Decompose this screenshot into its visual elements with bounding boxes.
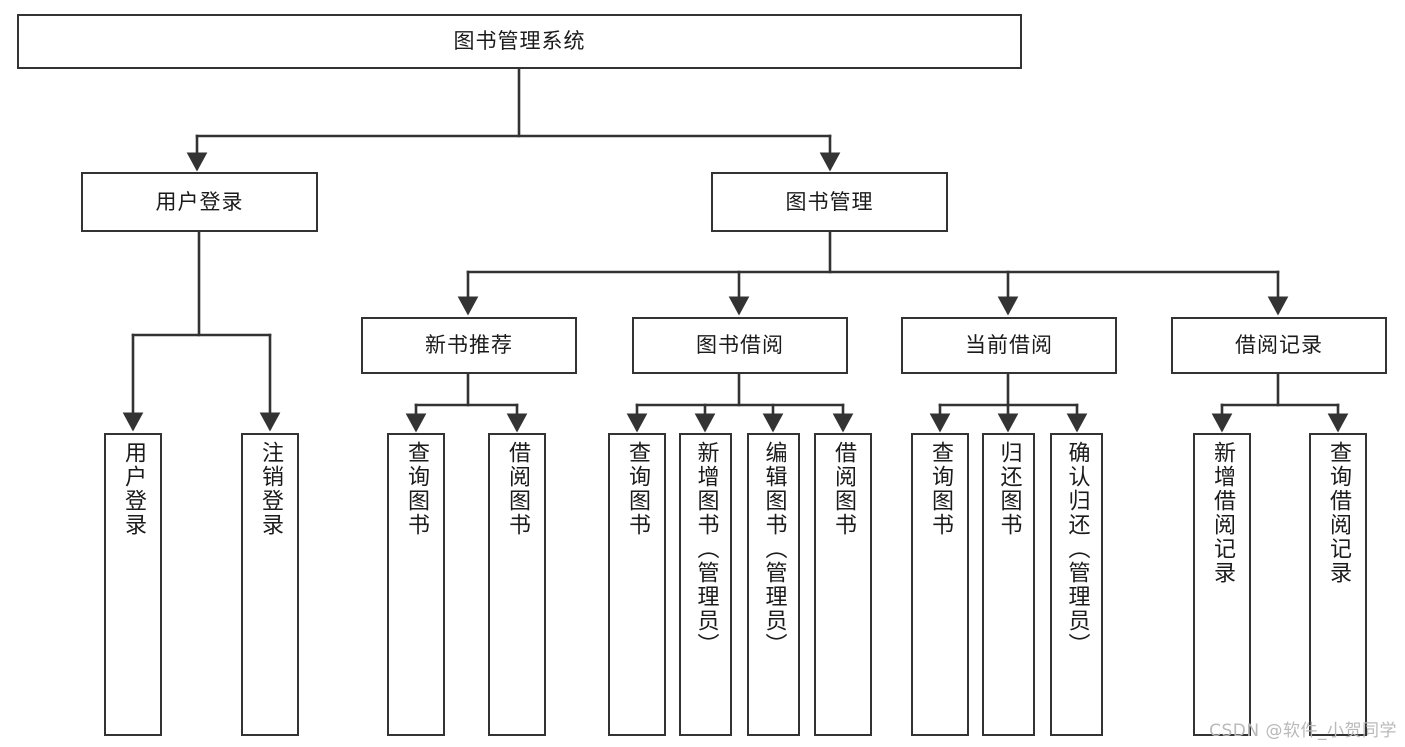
node-label: 确认归还（管理员）: [1064, 441, 1090, 657]
leaf-user-login-logout[interactable]: 注销登录: [241, 433, 299, 736]
node-label: 编辑图书（管理员）: [761, 441, 787, 657]
leaf-book-borrow-query-book[interactable]: 查询图书: [608, 433, 666, 736]
node-label: 查询图书: [625, 441, 650, 537]
node-book-management[interactable]: 图书管理: [711, 172, 948, 232]
node-label: 用户登录: [121, 441, 146, 537]
node-label: 新增图书（管理员）: [693, 441, 719, 657]
leaf-new-book-query-book[interactable]: 查询图书: [387, 433, 445, 736]
node-label: 新书推荐: [425, 333, 513, 358]
leaf-book-borrow-borrow-book[interactable]: 借阅图书: [814, 433, 872, 736]
leaf-borrow-record-query-record[interactable]: 查询借阅记录: [1309, 433, 1367, 736]
leaf-book-borrow-add-book-admin[interactable]: 新增图书（管理员）: [679, 433, 732, 736]
node-borrow-record[interactable]: 借阅记录: [1171, 317, 1387, 374]
node-label: 图书借阅: [696, 333, 784, 358]
node-label: 查询图书: [404, 441, 429, 537]
leaf-current-borrow-return-book[interactable]: 归还图书: [982, 433, 1035, 736]
node-label: 借阅记录: [1235, 333, 1323, 358]
node-root-book-management-system[interactable]: 图书管理系统: [17, 14, 1022, 69]
leaf-current-borrow-confirm-return-admin[interactable]: 确认归还（管理员）: [1050, 433, 1103, 736]
node-label: 查询借阅记录: [1326, 441, 1351, 585]
node-current-borrow[interactable]: 当前借阅: [901, 317, 1117, 374]
leaf-user-login-login[interactable]: 用户登录: [104, 433, 162, 736]
node-label: 图书管理: [785, 189, 874, 214]
node-new-book-recommend[interactable]: 新书推荐: [361, 317, 577, 374]
node-label: 新增借阅记录: [1210, 441, 1235, 585]
node-label: 查询图书: [928, 441, 953, 537]
leaf-current-borrow-query-book[interactable]: 查询图书: [911, 433, 969, 736]
node-label: 借阅图书: [831, 441, 856, 537]
leaf-book-borrow-edit-book-admin[interactable]: 编辑图书（管理员）: [747, 433, 800, 736]
leaf-new-book-borrow-book[interactable]: 借阅图书: [488, 433, 546, 736]
node-book-borrow[interactable]: 图书借阅: [632, 317, 848, 374]
leaf-borrow-record-add-record[interactable]: 新增借阅记录: [1193, 433, 1251, 736]
node-label: 图书管理系统: [453, 29, 586, 54]
node-label: 归还图书: [996, 441, 1022, 537]
node-label: 借阅图书: [505, 441, 530, 537]
node-label: 用户登录: [155, 189, 244, 214]
node-user-login[interactable]: 用户登录: [81, 172, 318, 232]
node-label: 当前借阅: [965, 333, 1053, 358]
node-label: 注销登录: [258, 441, 283, 537]
watermark-text: CSDN @软件_小贺同学: [1209, 721, 1397, 741]
